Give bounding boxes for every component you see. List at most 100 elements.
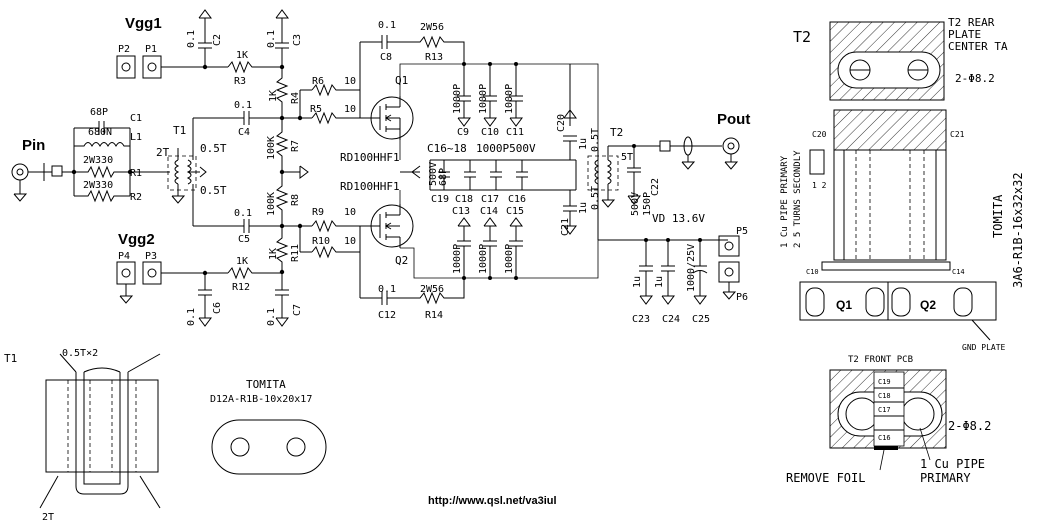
gnd-plate-label: GND PLATE <box>962 343 1006 352</box>
source-url: http://www.qsl.net/va3iul <box>428 495 557 507</box>
output-section: Pout VD 13.6V P5 P6 1u 1u 1000/25V C23 C… <box>597 111 750 325</box>
c16-ref: C16 <box>508 194 526 205</box>
c13-value: 1000P <box>452 244 463 274</box>
c22-value: 150P <box>642 192 653 216</box>
c11-ref: C11 <box>506 127 524 138</box>
drain-network: 1000P 1000P 1000P C9 C10 C11 1000P 1000P… <box>399 62 599 280</box>
c21-value: 1u <box>578 202 589 214</box>
c10-value: 1000P <box>478 84 489 114</box>
r5-value: 10 <box>344 104 356 115</box>
vgg2-label: Vgg2 <box>118 231 155 248</box>
r3-value: 1K <box>236 50 248 61</box>
gate-bias-section: Vgg1 Vgg2 P2 P1 C2 0.1 1K R3 C3 0.1 1K <box>116 9 361 327</box>
r10-value: 10 <box>344 236 356 247</box>
c6-value: 0.1 <box>186 308 197 326</box>
c24-value: 1u <box>654 276 665 288</box>
r14-value: 2W56 <box>420 284 444 295</box>
p6-ref: P6 <box>736 292 748 303</box>
l1-value: 680N <box>88 127 112 138</box>
c12-value: 0.1 <box>378 284 396 295</box>
t1-2t-label: 2T <box>156 146 170 159</box>
r8-value: 100K <box>266 192 277 216</box>
c20-value: 1u <box>578 138 589 150</box>
c20-ref: C20 <box>556 114 567 132</box>
t1-core-title: T1 <box>4 352 17 365</box>
t1-core-drawing: T1 0.5T×2 2T TOMITA D12A-R1B-10x20x17 <box>4 348 327 523</box>
tomita1-label: TOMITA <box>246 378 286 391</box>
c7-ref: C7 <box>292 304 303 316</box>
r6-value: 10 <box>344 76 356 87</box>
c21-mech: C21 <box>950 130 965 139</box>
pin-connector <box>11 163 29 181</box>
c22-voltage: 500V <box>630 192 641 216</box>
c9-value: 1000P <box>452 84 463 114</box>
c14-ref: C14 <box>480 206 498 217</box>
r1-ref: R1 <box>130 168 142 179</box>
t2-05t-a: 0.5T <box>590 128 601 152</box>
c19-ref: C19 <box>431 194 449 205</box>
c6-ref: C6 <box>212 302 223 314</box>
c21-ref: C21 <box>560 218 571 236</box>
t2-rear-3: CENTER TA <box>948 40 1008 53</box>
t1-core-turns: 0.5T×2 <box>62 348 98 359</box>
c8-value: 0.1 <box>378 20 396 31</box>
c25-value: 1000/25V <box>686 244 697 292</box>
pout-connector <box>722 137 740 155</box>
p2-ref: P2 <box>118 44 130 55</box>
c11-value: 1000P <box>504 84 515 114</box>
t2-05t-b: 0.5T <box>590 186 601 210</box>
r4-value: 1K <box>268 90 279 102</box>
p3-pad <box>142 261 162 285</box>
c8-ref: C8 <box>380 52 392 63</box>
c3-ref: C3 <box>292 34 303 46</box>
c25-ref: C25 <box>692 314 710 325</box>
c14-value: 1000P <box>478 244 489 274</box>
r11-value: 1K <box>268 248 279 260</box>
q1-mech: Q1 <box>836 298 852 312</box>
r7-value: 100K <box>266 136 277 160</box>
c23-value: 1u <box>632 276 643 288</box>
t2-winding-note: 1 2 <box>812 181 827 190</box>
c16-18-ref: C16~18 <box>427 142 467 155</box>
r12-ref: R12 <box>232 282 250 293</box>
c19-voltage: 500V <box>428 162 439 186</box>
r10-ref: R10 <box>312 236 330 247</box>
r8-ref: R8 <box>290 194 301 206</box>
vgg1-label: Vgg1 <box>125 15 162 32</box>
t1-ref: T1 <box>173 124 186 137</box>
c12-ref: C12 <box>378 310 396 321</box>
r13-ref: R13 <box>425 52 443 63</box>
feedback-networks: 0.1 C8 2W56 R13 0.1 C12 2W56 R14 <box>359 20 465 321</box>
c22-ref: C22 <box>650 178 661 196</box>
r9-value: 10 <box>344 207 356 218</box>
t2-hole-a: 2-Φ8.2 <box>955 72 995 85</box>
t1-transformer: T1 2T 0.5T 0.5T <box>156 117 232 227</box>
p6-pad <box>718 261 740 283</box>
t2-ref: T2 <box>610 126 623 139</box>
q1-ref: Q1 <box>395 74 408 87</box>
vd-label: VD 13.6V <box>652 212 705 225</box>
r9-ref: R9 <box>312 207 324 218</box>
c18-ref: C18 <box>455 194 473 205</box>
t2-transformer: T2 0.5T 0.5T 5T C22 500V 150P <box>587 126 661 216</box>
c14-mech: C14 <box>952 268 965 276</box>
r3-ref: R3 <box>234 76 246 87</box>
c3-value: 0.1 <box>266 30 277 48</box>
p5-pad <box>718 235 740 257</box>
cu-pipe-a: 1 Cu PIPE <box>920 457 985 471</box>
c20-mech: C20 <box>812 130 827 139</box>
tomita2-part: 3A6-R1B-16x32x32 <box>1011 172 1025 288</box>
t2-rear-1: T2 REAR <box>948 16 995 29</box>
r11-ref: R11 <box>290 244 301 262</box>
t2-mech-title: T2 <box>793 28 811 46</box>
t2-hole-b: 2-Φ8.2 <box>948 419 991 433</box>
q1-part: RD100HHF1 <box>340 151 400 164</box>
t2-side-top <box>833 109 947 151</box>
tomita1-part: D12A-R1B-10x20x17 <box>210 394 312 405</box>
l1-ref: L1 <box>130 132 142 143</box>
q2-mech: Q2 <box>920 298 936 312</box>
input-section: Pin 68P C1 680N L1 2W330 R1 2W330 R2 <box>11 107 170 203</box>
q2-part: RD100HHF1 <box>340 180 400 193</box>
r5-ref: R5 <box>310 104 322 115</box>
